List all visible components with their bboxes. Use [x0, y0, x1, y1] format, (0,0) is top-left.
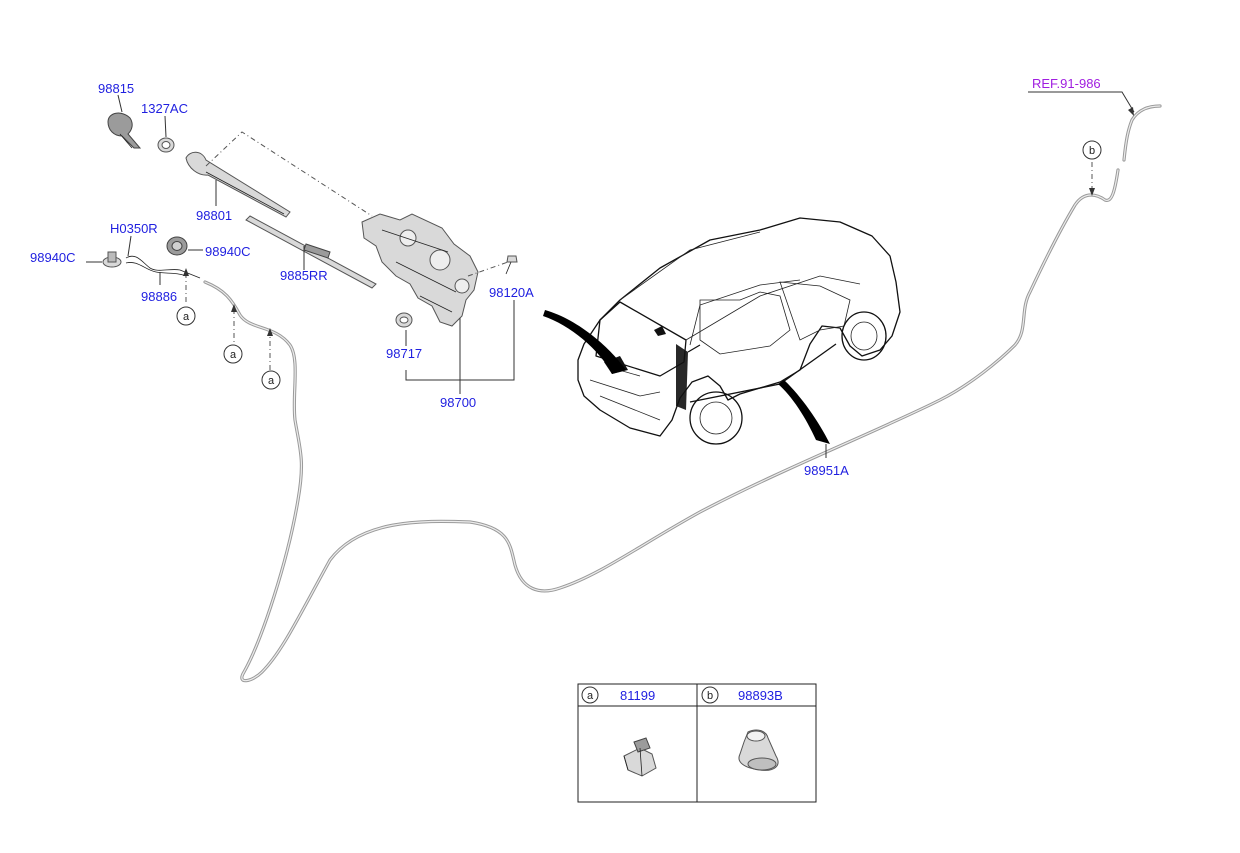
- label-98700[interactable]: 98700: [440, 395, 476, 410]
- clip-81199-illustration: [623, 737, 657, 777]
- bolt-98120A[interactable]: [505, 255, 518, 275]
- label-98801[interactable]: 98801: [196, 208, 232, 223]
- svg-text:b: b: [707, 690, 713, 702]
- grommet-98717[interactable]: [395, 312, 413, 328]
- legend-cell-a[interactable]: a 81199: [581, 686, 657, 777]
- callout-a-1[interactable]: a: [176, 306, 196, 326]
- svg-text:a: a: [587, 690, 594, 702]
- leader-lines: [86, 91, 1135, 458]
- callout-b-1[interactable]: b: [1082, 140, 1102, 160]
- label-98717[interactable]: 98717: [386, 346, 422, 361]
- pointer-wedge-rear: [543, 310, 626, 374]
- nut-1327AC[interactable]: [157, 137, 175, 153]
- svg-text:b: b: [1089, 145, 1095, 157]
- legend-part-81199[interactable]: 81199: [620, 688, 655, 703]
- connector-H0350R[interactable]: [125, 255, 201, 279]
- label-98940C-right[interactable]: 98940C: [205, 244, 251, 259]
- wiper-arm-98801[interactable]: [185, 151, 291, 218]
- callout-a-3[interactable]: a: [261, 370, 281, 390]
- label-9885RR[interactable]: 9885RR: [280, 268, 328, 283]
- label-98120A[interactable]: 98120A: [489, 285, 534, 300]
- legend-table: a 81199 b 98893B: [577, 683, 817, 803]
- pointer-wedge-side: [778, 380, 830, 444]
- label-98951A[interactable]: 98951A: [804, 463, 849, 478]
- label-98940C-left[interactable]: 98940C: [30, 250, 76, 265]
- svg-text:a: a: [183, 311, 190, 323]
- wiper-blade-9885RR[interactable]: [245, 215, 377, 289]
- vehicle-illustration: [577, 217, 901, 445]
- wiper-motor-98700[interactable]: [361, 213, 479, 327]
- svg-text:a: a: [268, 375, 275, 387]
- legend-part-98893B[interactable]: 98893B: [738, 688, 783, 703]
- label-98815[interactable]: 98815: [98, 81, 134, 96]
- alignment-line-arm: [205, 131, 373, 217]
- wiper-arm-cap-98815[interactable]: [107, 112, 142, 149]
- legend-cell-b[interactable]: b 98893B: [701, 686, 783, 771]
- grommet-98940C-right[interactable]: [166, 236, 188, 256]
- label-H0350R[interactable]: H0350R: [110, 221, 158, 236]
- label-1327AC[interactable]: 1327AC: [141, 101, 188, 116]
- svg-text:a: a: [230, 349, 237, 361]
- callout-a-2[interactable]: a: [223, 344, 243, 364]
- washer-hose-98951A: [203, 104, 1162, 683]
- label-98886[interactable]: 98886: [141, 289, 177, 304]
- label-ref-91-986[interactable]: REF.91-986: [1032, 76, 1101, 91]
- grommet-98940C-left[interactable]: [102, 251, 122, 268]
- grommet-98893B-illustration: [738, 729, 779, 771]
